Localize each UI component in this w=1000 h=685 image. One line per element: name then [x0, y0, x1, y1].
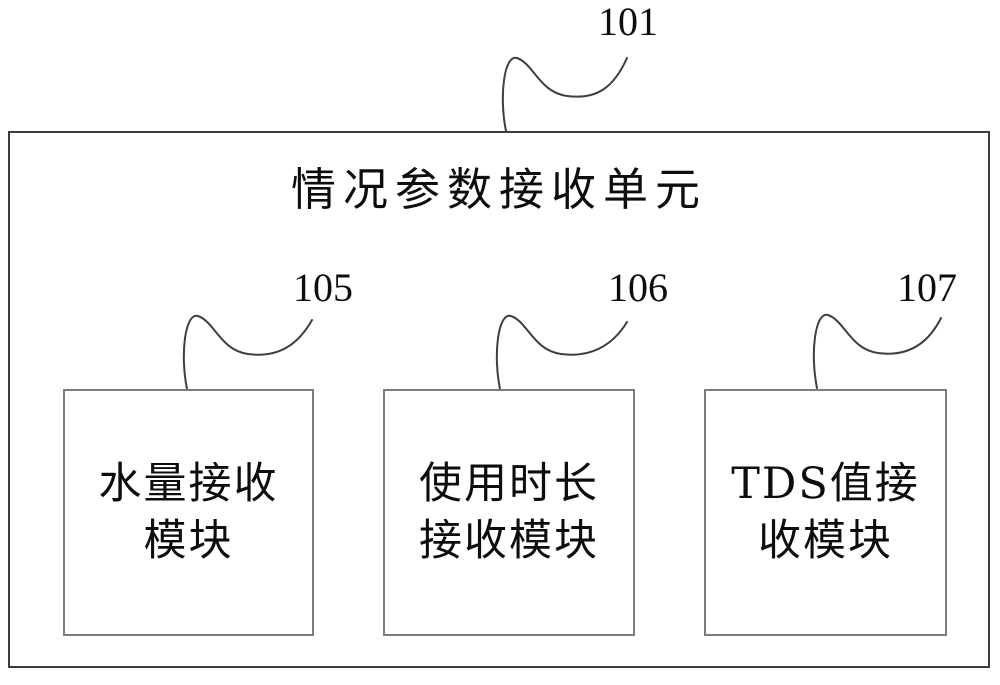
ref-label-105: 105: [293, 265, 353, 310]
module-label-line: 水量接收: [98, 458, 279, 509]
module-box-usage-duration: 使用时长 接收模块: [383, 389, 635, 636]
module-label-line: 使用时长: [419, 458, 599, 509]
leader-line-101: [501, 56, 628, 132]
ref-label-106: 106: [608, 265, 668, 310]
ref-label-101: 101: [598, 0, 658, 44]
outer-unit-title: 情况参数接收单元: [290, 163, 707, 216]
outer-unit-box: 情况参数接收单元: [8, 131, 990, 668]
module-box-tds-value: TDS值接 收模块: [704, 389, 947, 636]
module-label-line: 模块: [143, 515, 234, 566]
ref-label-107: 107: [897, 265, 957, 310]
module-label-line: 收模块: [758, 515, 893, 566]
module-box-water-volume: 水量接收 模块: [63, 389, 314, 636]
module-label-line: TDS值接: [731, 458, 920, 509]
module-label-line: 接收模块: [419, 515, 599, 566]
